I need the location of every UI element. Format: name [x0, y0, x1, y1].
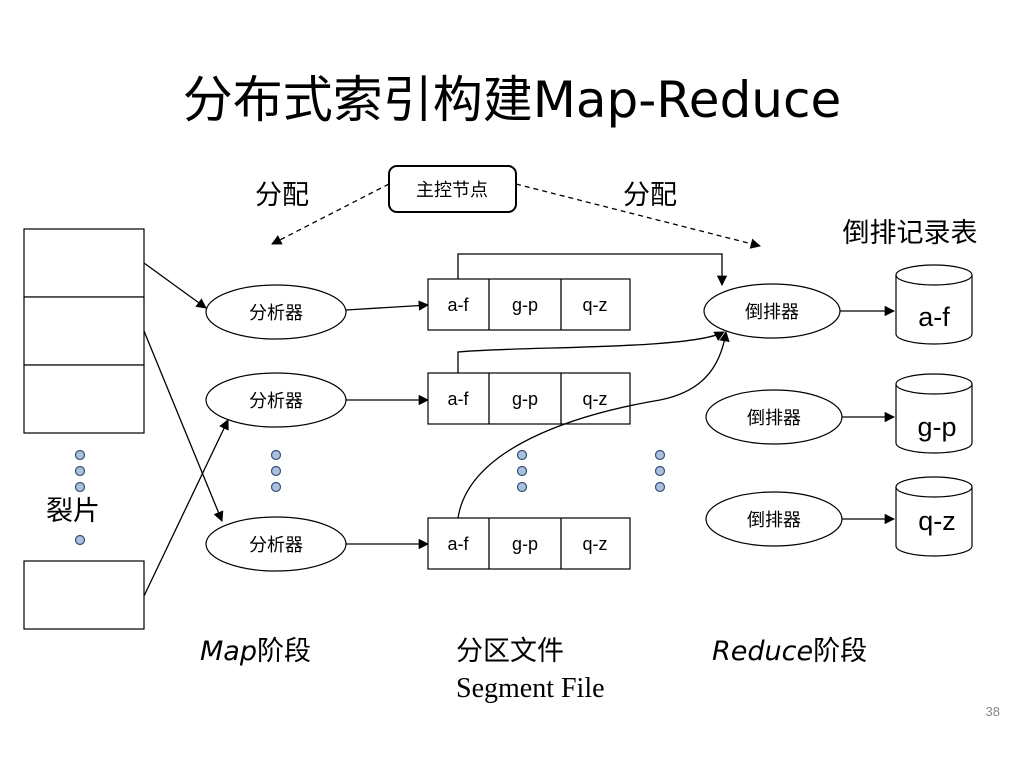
- ellipsis-dot: [74, 481, 86, 493]
- reduce-phase-cn: 阶段: [813, 636, 867, 667]
- partition-cell: a-f: [447, 534, 469, 554]
- map-phase-cn: 阶段: [257, 636, 311, 667]
- partition-file: [427, 278, 631, 331]
- output-database: [895, 476, 973, 557]
- partition-to-inverter-arrow: [457, 330, 730, 519]
- ellipsis-dot: [516, 465, 528, 477]
- slide-title: 分布式索引构建Map-Reduce: [183, 71, 842, 129]
- parser-label: 分析器: [249, 535, 303, 556]
- partition-cell: q-z: [582, 534, 607, 554]
- split-to-parser-arrow: [143, 419, 229, 597]
- parser-node: [205, 284, 347, 340]
- segment-file-cn: 分区文件: [456, 636, 564, 667]
- partition-cell: g-p: [512, 389, 538, 409]
- master-node-label: 主控节点: [416, 180, 488, 201]
- reduce-phase-label: Reduce阶段: [712, 636, 867, 667]
- split-block: [23, 296, 145, 366]
- inverter-label: 倒排器: [745, 302, 799, 323]
- partition-cell: q-z: [582, 389, 607, 409]
- ellipsis-dot: [270, 449, 282, 461]
- partition-to-inverter-arrow: [457, 253, 728, 287]
- partition-cell: a-f: [447, 389, 469, 409]
- ellipsis-dot: [516, 481, 528, 493]
- inverter-label: 倒排器: [747, 510, 801, 531]
- segment-file-en: Segment File: [456, 673, 605, 704]
- output-label: g-p: [917, 412, 956, 442]
- ellipsis-dot: [654, 465, 666, 477]
- map-phase-label: Map阶段: [200, 636, 311, 667]
- assign-right-label: 分配: [623, 180, 677, 211]
- map-phase-en: Map: [200, 636, 257, 667]
- page-number: 38: [986, 704, 1000, 719]
- parser-label: 分析器: [249, 391, 303, 412]
- ellipsis-dot: [654, 481, 666, 493]
- partition-cell: g-p: [512, 534, 538, 554]
- split-block: [23, 364, 145, 434]
- split-to-parser-arrow: [143, 330, 224, 522]
- partition-cell: q-z: [582, 295, 607, 315]
- partition-file: [427, 372, 631, 425]
- output-label: a-f: [918, 302, 950, 332]
- output-database: [895, 373, 973, 454]
- inverted-table-label: 倒排记录表: [843, 218, 978, 249]
- ellipsis-dot: [516, 449, 528, 461]
- inverter-label: 倒排器: [747, 408, 801, 429]
- ellipsis-dot: [74, 449, 86, 461]
- output-database: [895, 264, 973, 345]
- splits-label: 裂片: [46, 496, 100, 527]
- assign-left-arrow: [271, 183, 390, 245]
- partition-cell: a-f: [447, 295, 469, 315]
- ellipsis-dot: [270, 465, 282, 477]
- partition-to-inverter-arrow: [457, 331, 725, 373]
- assign-right-arrow: [515, 183, 762, 249]
- partition-file: [427, 517, 631, 570]
- output-label: q-z: [918, 506, 956, 536]
- ellipsis-dot: [74, 465, 86, 477]
- ellipsis-dot: [74, 534, 86, 546]
- master-node-box: [388, 165, 517, 213]
- reduce-phase-en: Reduce: [712, 636, 813, 667]
- ellipsis-dot: [654, 449, 666, 461]
- split-block: [23, 228, 145, 298]
- parser-to-partition-arrow: [345, 300, 430, 311]
- ellipsis-dot: [270, 481, 282, 493]
- assign-left-label: 分配: [255, 180, 309, 211]
- parser-label: 分析器: [249, 303, 303, 324]
- split-block: [23, 560, 145, 630]
- partition-cell: g-p: [512, 295, 538, 315]
- split-to-parser-arrow: [143, 262, 207, 309]
